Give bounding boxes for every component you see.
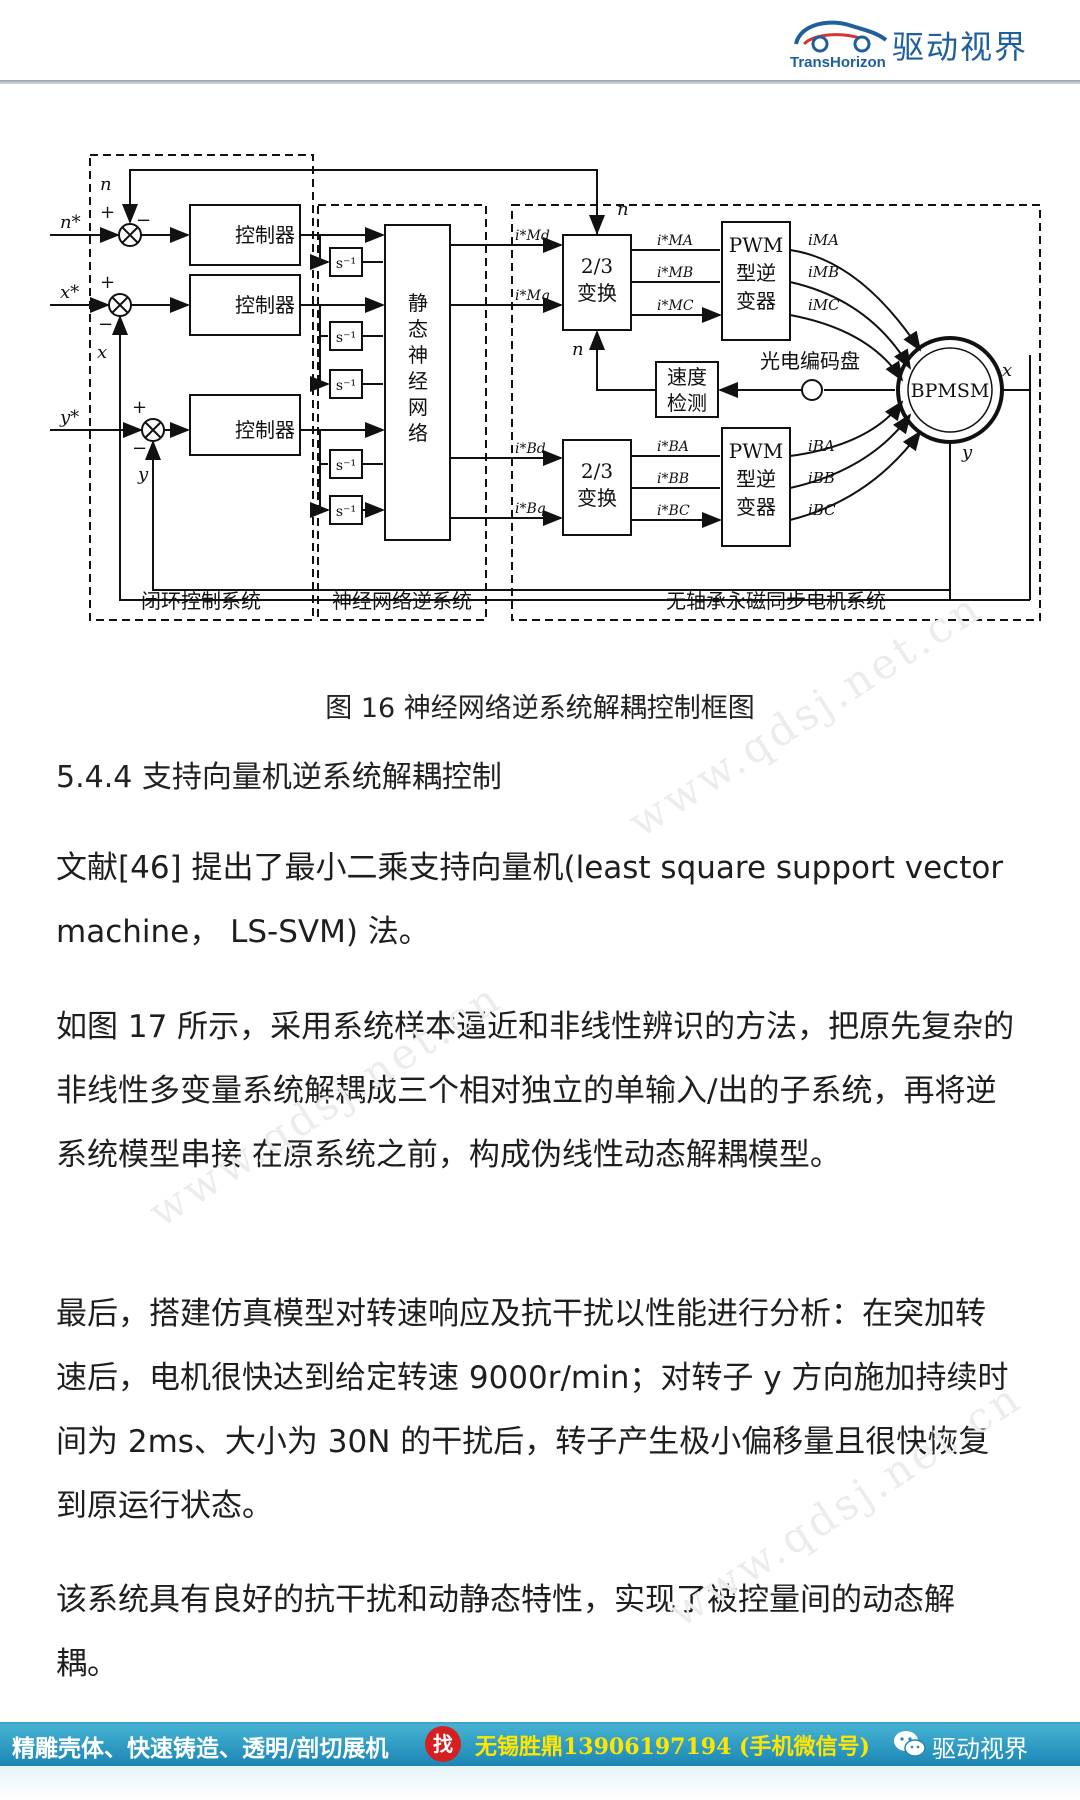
svg-text:s⁻¹: s⁻¹ <box>336 256 356 272</box>
svg-text:i*BC: i*BC <box>657 503 690 519</box>
svg-text:i*Bd: i*Bd <box>515 441 546 457</box>
svg-text:x: x <box>97 342 107 363</box>
svg-text:变换: 变换 <box>577 486 617 510</box>
svg-text:s⁻¹: s⁻¹ <box>336 378 356 394</box>
svg-text:变器: 变器 <box>736 289 776 313</box>
inverse-system-frame <box>317 204 487 621</box>
svg-text:x: x <box>1002 360 1012 381</box>
svg-text:i*Mq: i*Mq <box>515 288 550 304</box>
figure-caption: 图 16 神经网络逆系统解耦控制框图 <box>325 693 755 724</box>
svg-text:i*BB: i*BB <box>657 471 689 487</box>
paragraph-3: 最后，搭建仿真模型对转速响应及抗干扰以性能进行分析：在突加转速后，电机很快达到给… <box>56 1296 1009 1524</box>
svg-text:络: 络 <box>408 421 428 445</box>
svg-text:闭环控制系统: 闭环控制系统 <box>141 589 261 613</box>
static-neural-network <box>384 224 451 541</box>
footer-account-name[interactable]: 驱动视界 <box>932 1735 1028 1763</box>
svg-text:i*Md: i*Md <box>515 228 550 244</box>
svg-text:网: 网 <box>408 395 428 419</box>
brand-name-cn: 驱动视界 <box>892 28 1029 66</box>
brand-name-en: TransHorizon <box>790 54 886 71</box>
svg-text:+: + <box>100 202 115 223</box>
transhorizon-logo: 驱动视界 TransHorizon <box>790 14 1060 74</box>
svg-text:检测: 检测 <box>667 391 707 415</box>
svg-text:y*: y* <box>59 407 79 428</box>
controller-3 <box>189 394 301 456</box>
svg-text:神经网络逆系统: 神经网络逆系统 <box>332 589 472 613</box>
controller-label-1: 控制器 <box>235 223 295 247</box>
svg-text:速度: 速度 <box>667 365 707 389</box>
svg-text:y: y <box>137 464 149 485</box>
svg-text:态: 态 <box>408 317 428 341</box>
svg-text:iBB: iBB <box>808 469 835 487</box>
svg-text:BPMSM: BPMSM <box>911 380 990 402</box>
svg-text:+: + <box>100 272 115 293</box>
controller-label-3: 控制器 <box>235 418 295 442</box>
svg-text:iMB: iMB <box>808 263 839 281</box>
svg-text:经: 经 <box>408 369 428 393</box>
svg-text:光电编码盘: 光电编码盘 <box>760 349 860 373</box>
header-divider <box>0 80 1080 84</box>
footer-slogan: 精雕壳体、快速铸造、透明/剖切展机 <box>12 1735 389 1762</box>
wechat-icon <box>894 1731 926 1757</box>
svg-text:iMA: iMA <box>808 231 839 249</box>
svg-text:PWM: PWM <box>729 233 784 257</box>
svg-text:型逆: 型逆 <box>736 467 776 491</box>
page-header: 驱动视界 TransHorizon <box>0 0 1080 84</box>
svg-text:s⁻¹: s⁻¹ <box>336 330 356 346</box>
controller-label-2: 控制器 <box>235 293 295 317</box>
svg-text:变换: 变换 <box>577 281 617 305</box>
svg-text:iBC: iBC <box>808 501 836 519</box>
svg-text:i*MC: i*MC <box>657 298 694 314</box>
svg-text:i*MB: i*MB <box>657 265 693 281</box>
svg-text:−: − <box>132 438 147 459</box>
paragraph-2: 如图 17 所示，采用系统样本逼近和非线性辨识的方法，把原先复杂的非线性多变量系… <box>56 1009 1015 1173</box>
section-heading: 5.4.4 支持向量机逆系统解耦控制 <box>56 760 502 795</box>
svg-text:+: + <box>132 397 147 418</box>
svg-text:n: n <box>572 339 584 360</box>
svg-text:−: − <box>98 314 113 335</box>
paragraph-4: 该系统具有良好的抗干扰和动静态特性，实现了被控量间的动态解耦。 <box>56 1582 955 1682</box>
svg-text:n: n <box>100 174 112 195</box>
svg-text:神: 神 <box>408 343 428 367</box>
svg-text:n*: n* <box>60 212 81 233</box>
svg-text:PWM: PWM <box>729 439 784 463</box>
svg-text:−: − <box>136 210 151 231</box>
svg-text:2/3: 2/3 <box>581 254 613 278</box>
svg-text:型逆: 型逆 <box>736 261 776 285</box>
svg-text:n: n <box>617 199 629 220</box>
svg-text:x*: x* <box>60 282 79 303</box>
svg-text:i*BA: i*BA <box>657 439 689 455</box>
footer-contact: 无锡胜鼎13906197194 (手机微信号) <box>475 1734 870 1760</box>
svg-text:2/3: 2/3 <box>581 459 613 483</box>
car-swirl-logo-icon <box>794 20 888 53</box>
svg-text:s⁻¹: s⁻¹ <box>336 458 356 474</box>
paragraph-1: 文献[46] 提出了最小二乘支持向量机(least square support… <box>56 850 1004 950</box>
svg-text:iBA: iBA <box>808 437 835 455</box>
encoder-icon <box>801 379 823 401</box>
svg-text:y: y <box>961 442 973 463</box>
svg-text:i*Bq: i*Bq <box>515 501 546 517</box>
pwm-inverter-top <box>721 221 791 341</box>
svg-text:静: 静 <box>408 291 428 315</box>
find-badge: 找 <box>425 1726 461 1762</box>
svg-text:无轴承永磁同步电机系统: 无轴承永磁同步电机系统 <box>666 589 886 613</box>
svg-text:iMC: iMC <box>808 296 840 314</box>
block-diagram: 控制器 控制器 控制器 s⁻¹ s⁻¹ s⁻¹ s⁻¹ s⁻¹ 静 态 神 经 … <box>50 154 1041 621</box>
svg-text:i*MA: i*MA <box>657 233 693 249</box>
svg-text:变器: 变器 <box>736 495 776 519</box>
motor-system-frame <box>511 204 1041 621</box>
svg-text:s⁻¹: s⁻¹ <box>336 504 356 520</box>
